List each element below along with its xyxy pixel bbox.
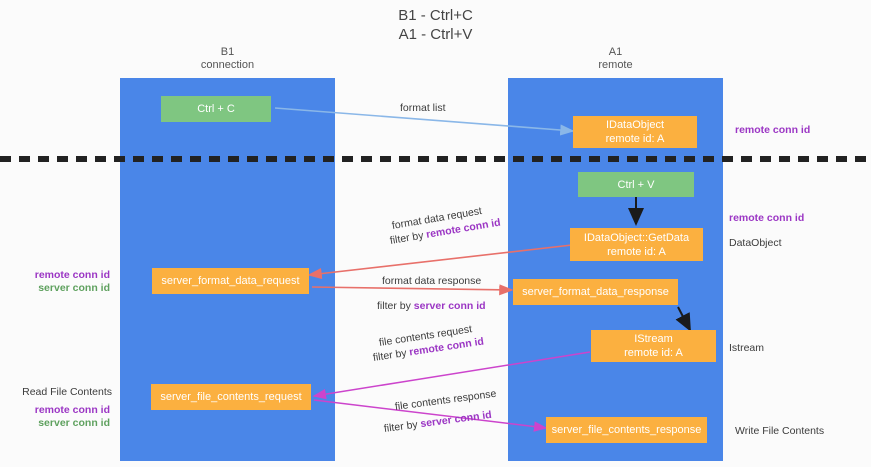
annotation-left-remote-conn-id: remote conn id (34, 269, 110, 281)
node-server-format-data-request[interactable]: server_format_data_request (152, 268, 309, 294)
filter-key-server-conn-id: server conn id (413, 300, 486, 312)
section-divider (0, 156, 871, 162)
edge-label-format-data-response-filter: filter by server conn id (377, 299, 486, 313)
node-istream[interactable]: IStream remote id: A (591, 330, 716, 362)
annotation-read-file-contents: Read File Contents (22, 386, 112, 398)
node-server-file-contents-response[interactable]: server_file_contents_response (546, 417, 707, 443)
annotation-dataobject: DataObject (729, 237, 782, 249)
lane-header-b1: B1 connection (200, 46, 255, 71)
node-server-format-data-response[interactable]: server_format_data_response (513, 279, 678, 305)
node-server-file-contents-request[interactable]: server_file_contents_request (151, 384, 311, 410)
lane-header-a1: A1 remote (598, 46, 633, 71)
annotation-left-remote-conn-id-2: remote conn id (34, 404, 110, 416)
edge-format-data-response (311, 284, 514, 296)
annotation-right-remote-conn-id-mid: remote conn id (729, 212, 805, 224)
annotation-istream: Istream (729, 342, 765, 354)
node-idataobject[interactable]: IDataObject remote id: A (573, 116, 697, 148)
edge-label-format-data-response: format data response (382, 275, 482, 287)
annotation-left-server-conn-id: server conn id (38, 282, 110, 294)
annotation-write-file-contents: Write File Contents (735, 425, 825, 437)
edge-file-contents-request (312, 351, 591, 400)
edge-format-list (274, 107, 575, 136)
edge-file-contents-response (313, 399, 548, 432)
node-idataobject-getdata[interactable]: IDataObject::GetData remote id: A (570, 228, 703, 261)
edge-response-to-istream (675, 306, 691, 332)
annotation-right-remote-conn-id-top: remote conn id (735, 124, 811, 136)
node-ctrl-c[interactable]: Ctrl + C (161, 96, 271, 122)
page-title: B1 - Ctrl+C A1 - Ctrl+V (398, 7, 473, 43)
edge-label-format-list: format list (400, 102, 446, 114)
annotation-left-server-conn-id-2: server conn id (38, 417, 110, 429)
filter-prefix: filter by (377, 300, 414, 312)
node-ctrl-v[interactable]: Ctrl + V (578, 172, 694, 197)
edge-format-data-request (307, 244, 573, 280)
